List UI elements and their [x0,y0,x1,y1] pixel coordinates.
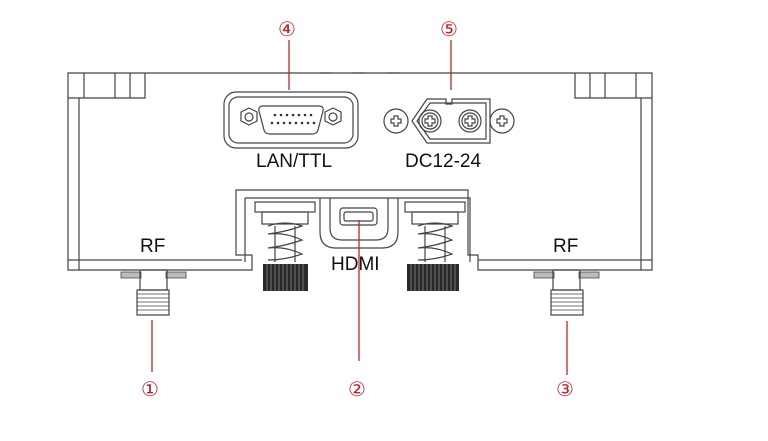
callout-5: ⑤ [440,19,458,41]
callout-3: ③ [556,379,574,401]
rf-connector-left [120,269,187,316]
callout-2: ② [348,379,366,401]
callout-1: ① [141,379,159,401]
label-rf-left: RF [140,236,165,257]
label-lan-ttl: LAN/TTL [256,151,332,172]
dc-power-connector [383,98,515,144]
label-rf-right: RF [553,236,578,257]
left-thumb-screw [254,201,316,291]
callout-4: ④ [278,19,296,41]
label-dc: DC12-24 [405,151,481,172]
label-hdmi: HDMI [331,254,380,275]
rf-connector-right [533,269,600,316]
housing [67,72,653,271]
lan-ttl-connector [223,91,359,149]
right-thumb-screw [404,201,466,291]
